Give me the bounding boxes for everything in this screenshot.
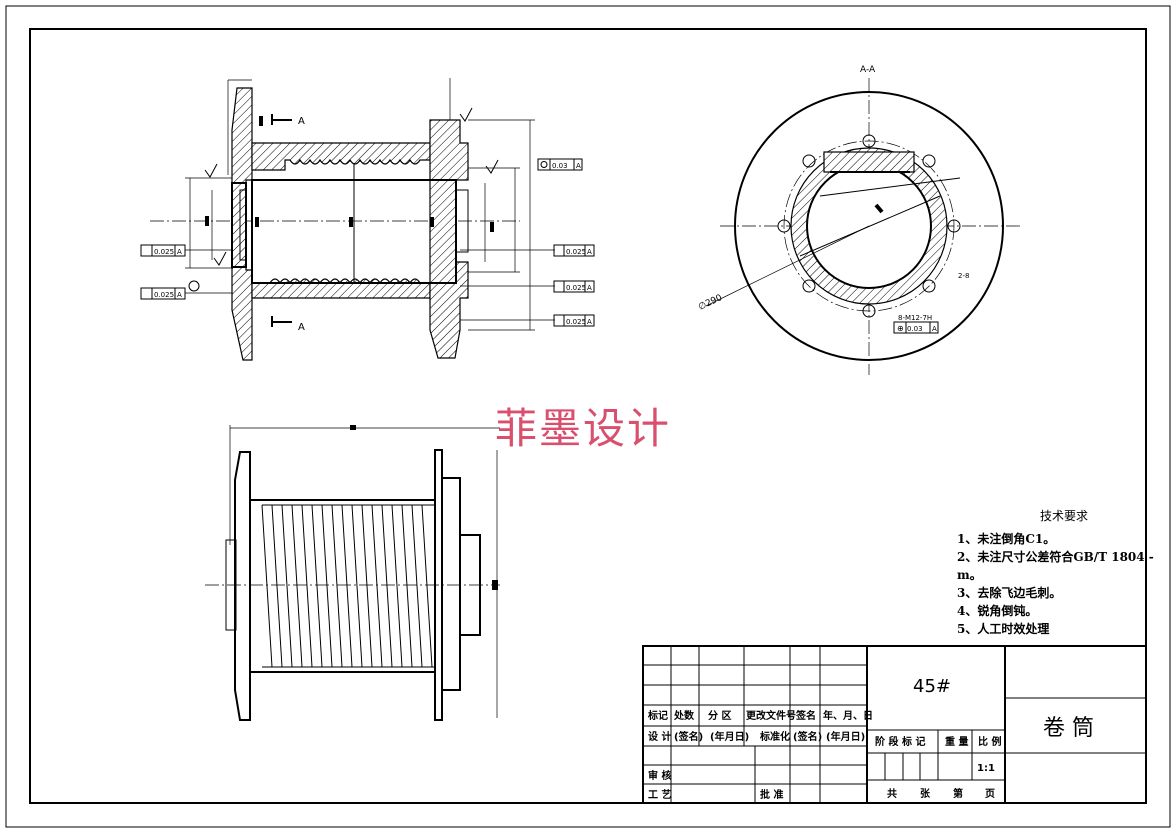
tb-scale: 1:1 [977,763,995,774]
holes-callout: 8-M12-7H [898,314,932,322]
section-view: A A [150,78,555,361]
section-mark-top: A [298,116,305,127]
tolerance-frame-2: 0.025 A [140,287,186,300]
requirement-item: 4、锐角倒钝。 [957,604,1038,618]
tolerance-frame-7: ⊕ 0.03 A [893,321,939,334]
tb-sheet-page: 页 [985,788,995,800]
watermark: 菲墨设计 [495,404,672,453]
tolerance-frame-5: 0.025 A [553,314,595,327]
tb-label-count: 处数 [673,709,695,722]
tb-scale-label: 比 例 [978,735,1001,748]
tb-stage: 阶 段 标 记 [875,735,925,748]
tb-process: 工 艺 [648,788,671,801]
tolerance-datum: A [932,325,937,333]
tolerance-value: 0.03 [907,325,923,333]
svg-text:⊕: ⊕ [897,324,904,333]
tolerance-frame-4: 0.025 A [553,280,595,293]
tb-label-change-doc: 更改文件号 [746,709,796,722]
tolerance-frame-6: 0.03 A [537,158,583,171]
requirement-item: 3、去除飞边毛刺。 [957,586,1062,600]
title-block [642,645,1147,804]
tolerance-value: 0.025 [154,291,174,299]
tb-design: 设 计 [648,730,671,743]
section-mark-bottom: A [298,322,305,333]
tolerance-frame-1: 0.025 A [140,244,186,257]
tolerance-datum: A [587,318,592,326]
tb-label-date: 年、月、日 [823,709,873,722]
tolerance-datum: A [576,162,581,170]
end-view-a-a: A-A ∅290 8-M12-7H 2-8 [697,65,1020,375]
tolerance-frame-3: 0.025 A [553,244,595,257]
tb-design-date: (年月日) [710,730,749,743]
tolerance-value: 0.03 [552,162,568,170]
requirement-item: 1、未注倒角C1。 [957,532,1056,546]
tolerance-value: 0.025 [154,248,174,256]
section-label: A-A [860,65,876,75]
tb-weight: 重 量 [945,735,968,748]
radius-callout: 2-8 [958,272,969,280]
tolerance-value: 0.025 [566,318,586,326]
tb-label-zone: 分 区 [708,709,731,722]
tb-standard-date: (年月日) [826,730,865,743]
tb-review: 审 核 [648,769,671,782]
tb-sheet-total: 共 [887,787,897,800]
requirement-item: 2、未注尺寸公差符合GB/T 1804 - m。 [957,550,1154,582]
tb-approve: 批 准 [760,788,783,801]
tb-material: 45# [913,676,951,697]
tb-standard: 标准化 [759,730,790,743]
tb-label-sign: 签名 [795,709,816,722]
tolerance-datum: A [587,284,592,292]
tolerance-datum: A [587,248,592,256]
requirement-item: 5、人工时效处理 [957,622,1050,636]
tb-design-sign: (签名) [674,730,703,743]
tolerance-datum: A [177,291,182,299]
tb-part-name: 卷 筒 [1043,716,1094,741]
tolerance-value: 0.025 [566,248,586,256]
exterior-view [205,425,500,721]
tech-requirements-list: 1、未注倒角C1。 2、未注尺寸公差符合GB/T 1804 - m。 3、去除飞… [957,530,1176,638]
diameter-dim: ∅290 [697,293,724,313]
inner-border [29,28,1147,804]
tech-requirements-title: 技术要求 [1040,509,1089,523]
tolerance-datum: A [177,248,182,256]
tb-sheet-no: 第 [953,787,963,800]
tb-standard-sign: (签名) [793,730,822,743]
tb-sheet-unit: 张 [920,787,931,800]
tb-label-mark: 标记 [647,709,668,722]
outer-border [5,5,1171,828]
tolerance-value: 0.025 [566,284,586,292]
